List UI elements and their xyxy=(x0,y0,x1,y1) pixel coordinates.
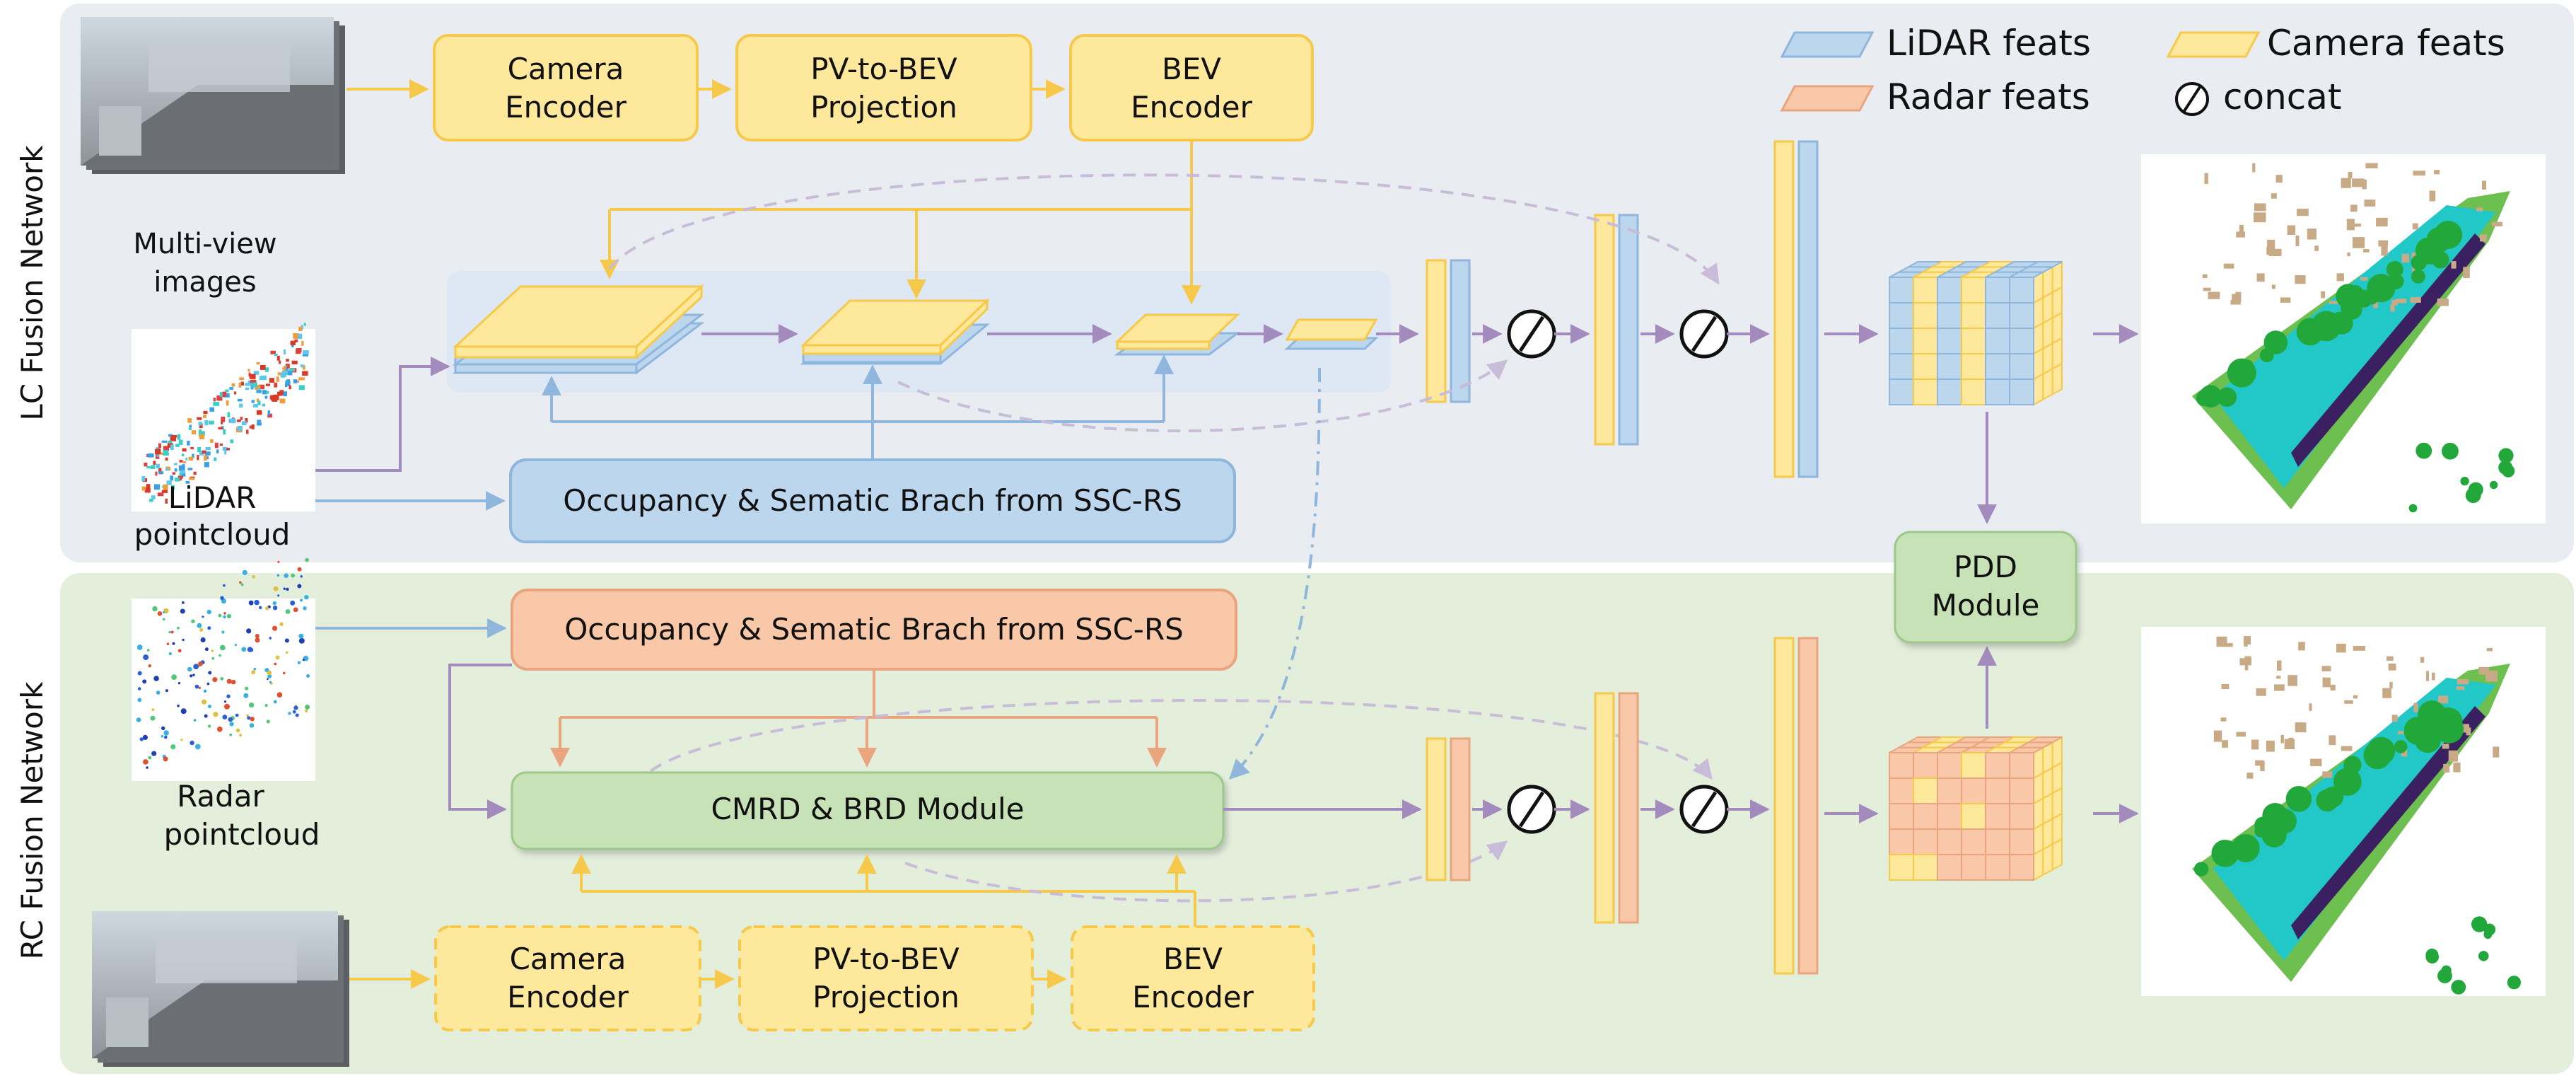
rc-bev-encoder-line1: BEV xyxy=(1163,942,1223,976)
pdd-module-box xyxy=(1894,531,2077,644)
lc-pv-to-bev-line2: Projection xyxy=(810,90,957,125)
radar-label-line2: pointcloud xyxy=(164,817,320,852)
rc-output-scene xyxy=(2141,627,2546,996)
rc-ssc-branch-label: Occupancy & Sematic Brach from SSC-RS xyxy=(564,612,1184,647)
legend-lidar-swatch xyxy=(1780,31,1875,58)
rc-radar-feat-bar xyxy=(1450,737,1471,881)
multi-view-images-thumbnail xyxy=(81,17,345,174)
rc-side-label: RC Fusion Network xyxy=(15,681,49,960)
pdd-module-line2: Module xyxy=(1932,588,2040,623)
lidar-label-line2: pointcloud xyxy=(134,517,291,552)
lc-concat-1 xyxy=(1507,309,1556,359)
lc-lidar-feat-bar xyxy=(1450,259,1471,403)
lc-bev-encoder-line2: Encoder xyxy=(1131,90,1252,125)
lc-voxel-cube xyxy=(1889,260,2063,406)
legend-radar-label: Radar feats xyxy=(1887,76,2090,117)
lc-camera-encoder-line1: Camera xyxy=(508,52,624,86)
rc-final-camera-bar xyxy=(1773,637,1795,975)
rc-camera-feat-bar xyxy=(1426,737,1447,881)
radar-label-line1: Radar xyxy=(177,779,264,814)
radar-pointcloud-thumbnail xyxy=(132,557,315,781)
rc-ssc-to-cmrd-side-arrow xyxy=(448,664,512,819)
lidar-pointcloud-thumbnail xyxy=(132,323,315,511)
lc-bev-slab-1 xyxy=(452,284,705,374)
rc-camera-encoder-line2: Encoder xyxy=(507,980,629,1014)
lc-fused-camera-bar xyxy=(1594,214,1615,446)
legend-lidar-label: LiDAR feats xyxy=(1887,23,2091,64)
lc-final-lidar-bar xyxy=(1797,140,1819,478)
multi-view-images-label-line1: Multi-view xyxy=(133,228,276,260)
rc-final-radar-bar xyxy=(1797,637,1819,975)
legend-camera-label: Camera feats xyxy=(2267,23,2505,64)
lc-concat-2 xyxy=(1679,309,1729,359)
legend-concat-icon xyxy=(2175,82,2209,116)
lc-camera-feat-bar xyxy=(1426,259,1447,403)
lc-output-scene xyxy=(2141,154,2546,523)
lidar-label-line1: LiDAR xyxy=(168,480,257,515)
multi-view-images-label-line2: images xyxy=(153,266,256,299)
legend-radar-swatch xyxy=(1780,85,1875,112)
lc-bev-slab-2 xyxy=(800,298,991,365)
rc-concat-2 xyxy=(1679,785,1729,834)
legend: LiDAR feats Camera feats Radar feats con… xyxy=(1780,23,2505,117)
rc-pv-to-bev-line1: PV-to-BEV xyxy=(812,942,960,976)
rc-multi-view-images-thumbnail xyxy=(92,911,349,1067)
rc-pv-to-bev-box xyxy=(738,925,1034,1031)
lc-pv-to-bev-line1: PV-to-BEV xyxy=(810,52,957,86)
lc-camera-encoder-line2: Encoder xyxy=(505,90,626,125)
lc-final-camera-bar xyxy=(1773,140,1795,478)
lc-ssc-branch-label: Occupancy & Sematic Brach from SSC-RS xyxy=(563,483,1182,518)
lc-bev-slab-3 xyxy=(1114,313,1241,356)
legend-camera-swatch xyxy=(2166,31,2261,58)
rc-camera-encoder-line1: Camera xyxy=(510,942,626,976)
rc-fused-radar-bar xyxy=(1618,692,1639,924)
lc-side-label: LC Fusion Network xyxy=(15,145,49,421)
rc-voxel-cube xyxy=(1889,736,2063,881)
rc-pv-to-bev-line2: Projection xyxy=(812,980,960,1014)
rc-bev-encoder-line2: Encoder xyxy=(1132,980,1254,1014)
cmrd-brd-module-label: CMRD & BRD Module xyxy=(711,792,1025,826)
pdd-module-line1: PDD xyxy=(1954,550,2017,584)
lc-ssc-up-arrows xyxy=(542,354,1174,460)
lc-fused-lidar-bar xyxy=(1618,214,1639,446)
legend-concat-label: concat xyxy=(2223,76,2342,117)
rc-fused-camera-bar xyxy=(1594,692,1615,924)
lc-bev-slab-4 xyxy=(1284,318,1379,350)
lidar-to-slab-arrow xyxy=(315,357,450,472)
lc-dashed-skip-bottom xyxy=(897,359,1508,432)
rc-concat-1 xyxy=(1507,785,1556,834)
rc-bev-encoder-box xyxy=(1071,925,1315,1031)
lc-dashed-skip-top xyxy=(608,173,1720,285)
lc-bev-encoder-line1: BEV xyxy=(1162,52,1221,86)
rc-camera-up-arrows xyxy=(571,854,1196,928)
lidar-to-cmrd-distill-arrow xyxy=(1229,367,1321,780)
